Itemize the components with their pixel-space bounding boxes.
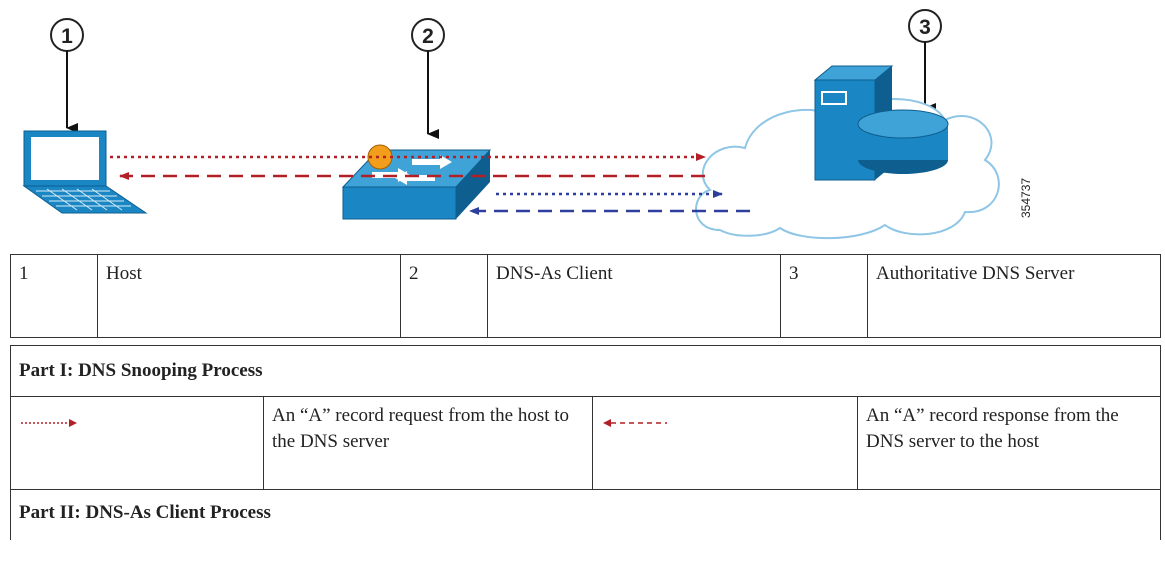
legend-label-1: Host	[97, 254, 401, 338]
legend-table: 1 Host 2 DNS-As Client 3 Authoritative D…	[10, 254, 1161, 338]
response-arrow-key	[592, 396, 858, 490]
legend-num-2: 2	[400, 254, 488, 338]
response-description: An “A” record response from the DNS serv…	[857, 396, 1161, 490]
legend-label-3: Authoritative DNS Server	[867, 254, 1161, 338]
callout-3: 3	[908, 9, 942, 113]
request-description: An “A” record request from the host to t…	[263, 396, 593, 490]
dns-server-icon	[813, 65, 949, 181]
process-table: Part I: DNS Snooping Process An “A” reco…	[10, 345, 1161, 540]
legend-num-1: 1	[10, 254, 98, 338]
callout-3-number: 3	[919, 16, 931, 39]
part2-title: Part II: DNS-As Client Process	[10, 489, 1161, 540]
request-arrow-icon	[21, 419, 77, 427]
callout-1-number: 1	[61, 25, 73, 48]
legend-num-3: 3	[780, 254, 868, 338]
part1-row: An “A” record request from the host to t…	[10, 396, 1161, 490]
response-arrow-icon	[603, 419, 667, 427]
legend-row: 1 Host 2 DNS-As Client 3 Authoritative D…	[10, 254, 1161, 338]
network-diagram: 1 2 3	[22, 9, 1033, 240]
laptop-icon	[22, 130, 148, 214]
callout-1: 1	[50, 18, 84, 133]
callout-2: 2	[411, 18, 445, 139]
part1-title: Part I: DNS Snooping Process	[10, 345, 1161, 397]
callout-2-number: 2	[422, 25, 434, 48]
switch-icon	[341, 149, 492, 220]
database-icon	[857, 109, 949, 174]
legend-label-2: DNS-As Client	[487, 254, 781, 338]
request-arrow-key	[10, 396, 264, 490]
figure-id: 354737	[1019, 178, 1033, 218]
